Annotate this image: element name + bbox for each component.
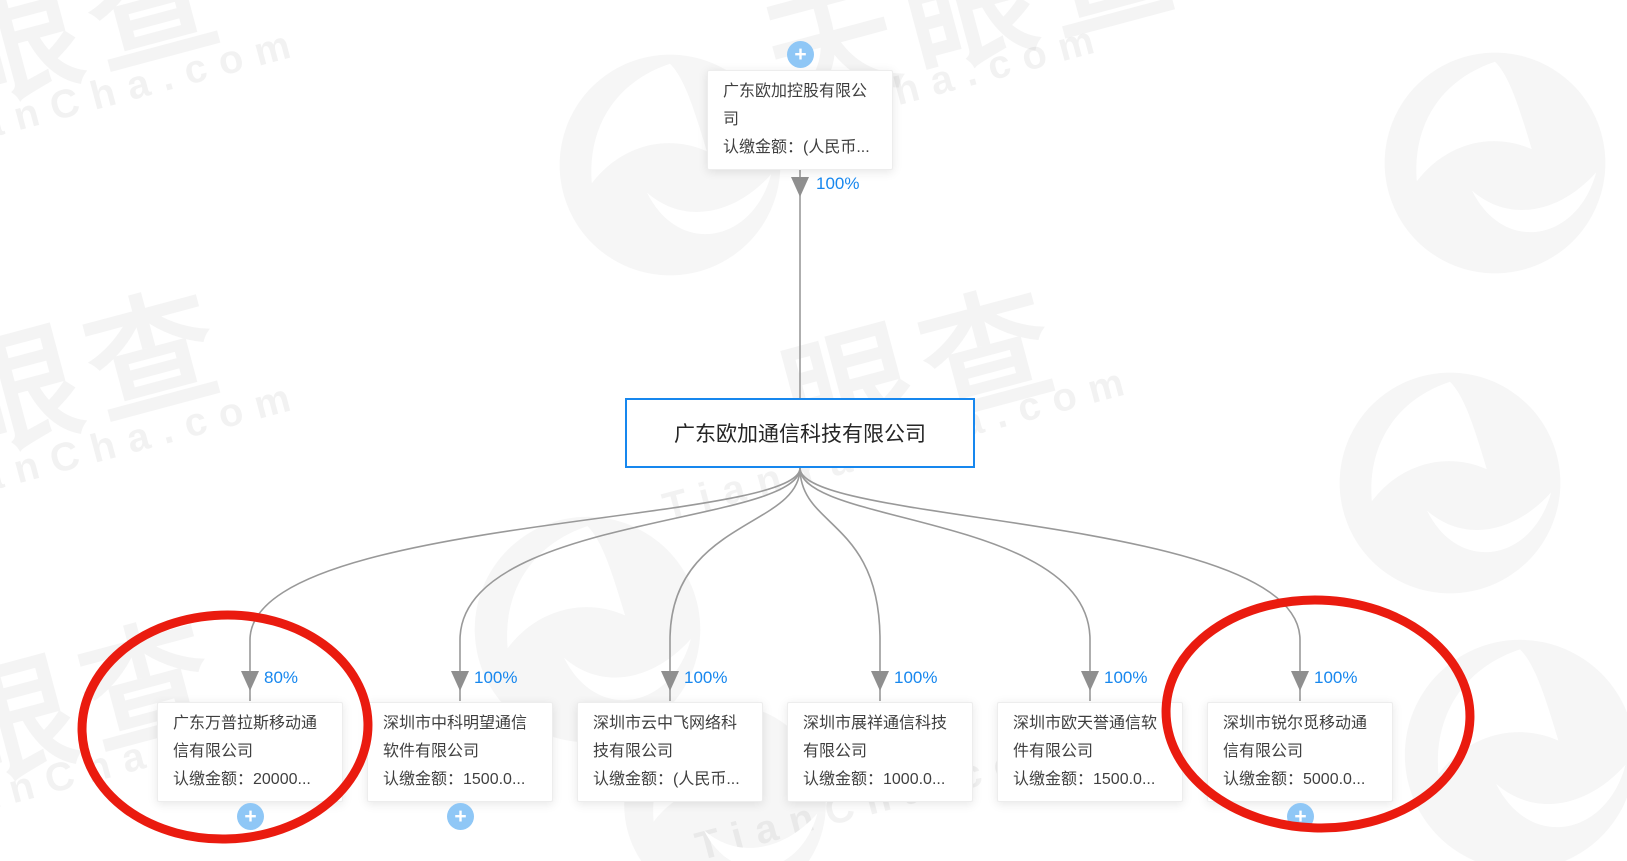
expand-plus-icon[interactable]: +	[447, 803, 474, 830]
edge-focus-to-sub-5	[799, 467, 1091, 701]
watermark-domain-text: anCha.com	[0, 372, 308, 502]
arrowhead-icon	[1291, 671, 1309, 691]
company-name: 深圳市云中飞网络科技有限公司	[593, 715, 738, 760]
ownership-label-sub-2: 100%	[474, 668, 518, 687]
watermark-brand-text: 眼查	[0, 236, 248, 488]
subsidiary-node-4[interactable]: 深圳市展祥通信科技有限公司 认缴金额：1000.0...	[787, 702, 973, 802]
subsidiary-node-6[interactable]: 深圳市锐尔觅移动通信有限公司 认缴金额：5000.0...	[1207, 702, 1393, 802]
company-name: 广东万普拉斯移动通信有限公司	[173, 715, 318, 760]
amount-label: 认缴金额：20000...	[173, 771, 311, 788]
edge-focus-to-sub-2	[459, 467, 801, 701]
expand-plus-icon[interactable]: +	[1287, 803, 1314, 830]
watermark-domain-text: anCha.com	[0, 19, 308, 149]
subsidiary-node-5[interactable]: 深圳市欧天誉通信软件有限公司 认缴金额：1500.0...	[997, 702, 1183, 802]
amount-label: 认缴金额：5000.0...	[1223, 771, 1366, 788]
ownership-label-sub-3: 100%	[684, 668, 728, 687]
amount-label: 认缴金额：(人民币...	[593, 771, 740, 788]
company-name: 深圳市展祥通信科技有限公司	[803, 715, 948, 760]
edge-focus-to-sub-6	[799, 467, 1301, 701]
company-name: 广东欧加控股有限公司	[723, 83, 868, 128]
arrowhead-icon	[1081, 671, 1099, 691]
amount-label: 认缴金额：(人民币...	[723, 139, 870, 156]
expand-plus-icon[interactable]: +	[787, 41, 814, 68]
company-name: 深圳市锐尔觅移动通信有限公司	[1223, 715, 1368, 760]
edge-focus-to-sub-4	[799, 467, 881, 701]
amount-label: 认缴金额：1000.0...	[803, 771, 946, 788]
subsidiary-node-2[interactable]: 深圳市中科明望通信软件有限公司 认缴金额：1500.0...	[367, 702, 553, 802]
edge-focus-to-sub-1	[249, 467, 801, 701]
amount-label: 认缴金额：1500.0...	[1013, 771, 1156, 788]
watermark-logo-icon	[1416, 61, 1597, 233]
ownership-label-sub-1: 80%	[264, 668, 299, 687]
arrowhead-icon	[791, 177, 809, 197]
arrowhead-icon	[661, 671, 679, 691]
amount-label: 认缴金额：1500.0...	[383, 771, 526, 788]
expand-plus-icon[interactable]: +	[237, 803, 264, 830]
arrowhead-icon	[241, 671, 259, 691]
subsidiary-node-1[interactable]: 广东万普拉斯移动通信有限公司 认缴金额：20000...	[157, 702, 343, 802]
ownership-label-sub-4: 100%	[894, 668, 938, 687]
subsidiary-node-3[interactable]: 深圳市云中飞网络科技有限公司 认缴金额：(人民币...	[577, 702, 763, 802]
focus-company-node[interactable]: 广东欧加通信科技有限公司	[625, 398, 975, 468]
watermark-logo-icon	[1437, 649, 1626, 828]
arrowhead-icon	[871, 671, 889, 691]
ownership-label-sub-5: 100%	[1104, 668, 1148, 687]
company-name: 深圳市欧天誉通信软件有限公司	[1013, 715, 1158, 760]
edge-focus-to-sub-3	[669, 467, 801, 701]
company-name: 广东欧加通信科技有限公司	[674, 423, 926, 446]
watermark-brand-text: 眼查	[0, 0, 248, 139]
arrowhead-icon	[451, 671, 469, 691]
watermark-logo-icon	[1371, 381, 1552, 553]
company-name: 深圳市中科明望通信软件有限公司	[383, 715, 528, 760]
parent-company-node[interactable]: 广东欧加控股有限公司 认缴金额：(人民币...	[707, 70, 893, 170]
ownership-label-parent: 100%	[816, 174, 860, 193]
ownership-label-sub-6: 100%	[1314, 668, 1358, 687]
